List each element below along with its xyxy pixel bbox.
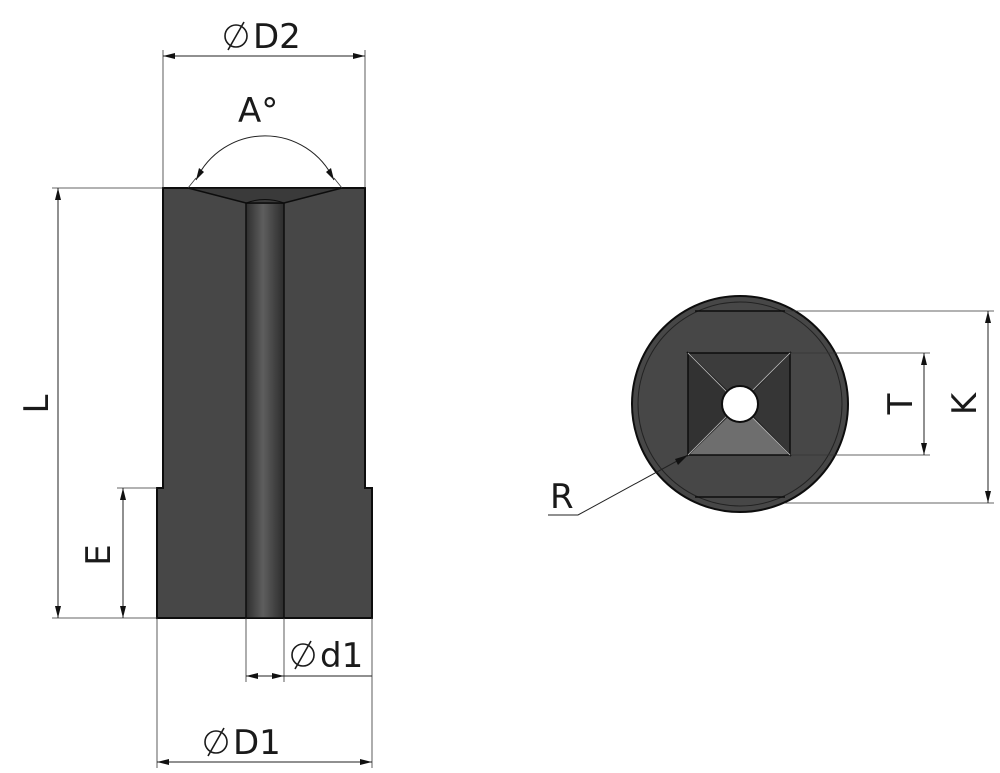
square-recess <box>686 351 792 457</box>
label-d1: d1 <box>320 636 363 676</box>
dim-T: T <box>790 352 930 456</box>
dim-E: E <box>79 487 157 618</box>
end-view <box>631 295 849 513</box>
diameter-icon <box>224 21 248 51</box>
diameter-icon <box>204 727 228 757</box>
dim-D1: D1 <box>156 618 373 768</box>
label-A: A° <box>238 91 278 131</box>
label-R: R <box>550 477 574 517</box>
dim-d1: d1 <box>245 618 372 682</box>
dim-D2: D2 <box>162 17 366 188</box>
label-E: E <box>79 544 119 565</box>
side-view <box>156 187 373 619</box>
dim-L: L <box>17 187 163 619</box>
dim-A: A° <box>187 91 343 189</box>
center-bore <box>245 202 285 619</box>
center-hole <box>721 385 759 423</box>
label-D1: D1 <box>233 723 281 763</box>
dim-R: R <box>548 454 689 517</box>
diameter-icon <box>291 640 315 670</box>
label-D2: D2 <box>253 17 301 57</box>
dim-K: K <box>785 310 994 504</box>
label-K: K <box>945 391 985 415</box>
label-L: L <box>17 394 57 413</box>
label-T: T <box>881 393 921 415</box>
